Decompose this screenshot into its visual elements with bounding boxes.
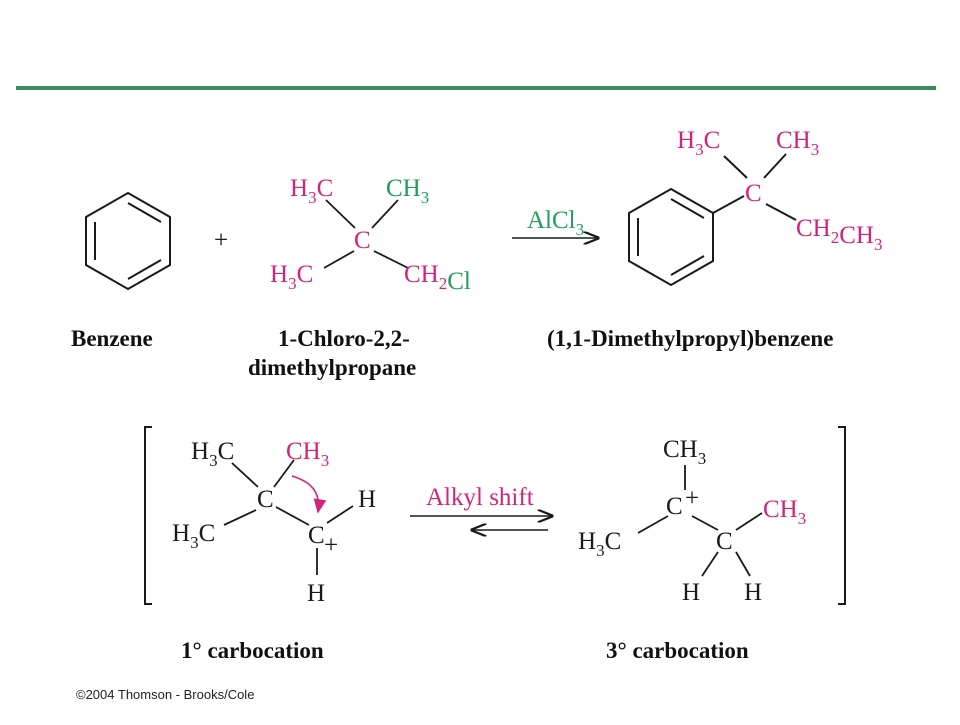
brackets	[144, 426, 846, 605]
tertiary-ch3-migrated: CH3	[763, 496, 806, 528]
header-rule	[16, 86, 936, 90]
tertiary-carbocation: CH3 C + H3C C CH3 H H	[578, 436, 806, 606]
tertiary-h-left: H	[682, 579, 700, 606]
reagent-structure: H3C CH3 C H3C CH2Cl	[270, 175, 471, 295]
reagent-h3c-bottom: H3C	[270, 261, 313, 293]
tertiary-h3c: H3C	[578, 528, 621, 560]
label-reagent-line1: 1-Chloro-2,2-	[278, 326, 410, 351]
product-structure: H3C CH3 C CH2CH3	[628, 127, 882, 287]
primary-carbon-2: C	[308, 522, 325, 549]
reaction-arrow: AlCl3	[512, 207, 598, 239]
label-benzene: Benzene	[71, 326, 153, 351]
tertiary-carbon-1: C	[666, 493, 683, 520]
primary-carbon-1: C	[257, 486, 274, 513]
catalyst-label: AlCl3	[527, 207, 584, 239]
alkyl-shift-label: Alkyl shift	[426, 484, 534, 511]
reagent-central-carbon: C	[354, 227, 371, 254]
label-reagent-line2: dimethylpropane	[248, 355, 416, 380]
tertiary-carbon-2: C	[716, 528, 733, 555]
reagent-ch2cl: CH2Cl	[404, 261, 471, 295]
reagent-ch3-top: CH3	[386, 175, 429, 207]
primary-h3c-bottom: H3C	[172, 520, 215, 552]
primary-carbocation: H3C CH3 C H3C C + H H	[172, 438, 376, 607]
tertiary-ch3-top: CH3	[663, 436, 706, 468]
product-ch3: CH3	[776, 127, 819, 159]
product-ch2ch3: CH2CH3	[796, 215, 882, 254]
tertiary-h-right: H	[744, 579, 762, 606]
primary-h-bottom: H	[307, 580, 325, 607]
primary-h3c-top: H3C	[191, 438, 234, 470]
primary-h-right: H	[358, 486, 376, 513]
product-central-carbon: C	[745, 180, 762, 207]
reagent-h3c-top: H3C	[290, 175, 333, 207]
copyright-notice: ©2004 Thomson - Brooks/Cole	[76, 687, 255, 702]
tertiary-charge: +	[685, 485, 699, 512]
label-primary-carbocation: 1° carbocation	[181, 638, 324, 663]
benzene-ring	[85, 191, 171, 291]
product-h3c: H3C	[677, 127, 720, 159]
primary-ch3-migrating: CH3	[286, 438, 329, 470]
equilibrium-arrows: Alkyl shift	[410, 484, 552, 530]
primary-charge: +	[324, 532, 338, 559]
label-product: (1,1-Dimethylpropyl)benzene	[547, 326, 833, 351]
label-tertiary-carbocation: 3° carbocation	[606, 638, 749, 663]
plus-sign: +	[214, 227, 228, 254]
